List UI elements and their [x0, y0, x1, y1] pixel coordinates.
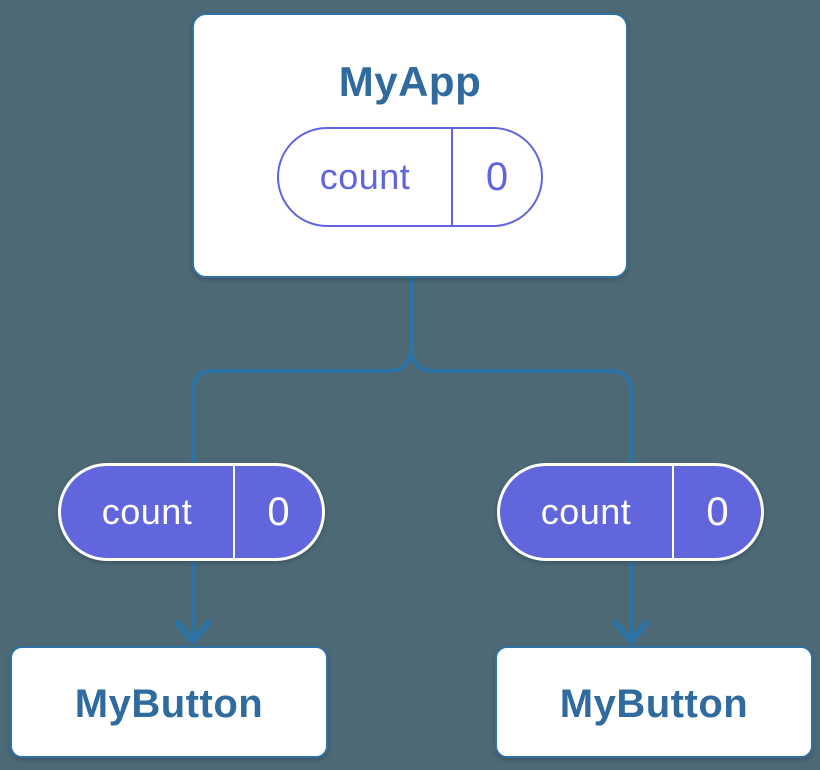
state-pill: count 0	[277, 127, 543, 227]
prop-value: 0	[233, 466, 322, 558]
arrow-down-icon	[173, 619, 213, 646]
state-value: 0	[451, 129, 541, 225]
prop-pill: count 0	[497, 463, 764, 561]
node-title: MyButton	[559, 682, 749, 726]
node-mybutton: MyButton	[10, 646, 328, 758]
connector-right-branch	[409, 278, 633, 637]
prop-pill: count 0	[58, 463, 325, 561]
connector-left-branch	[191, 278, 413, 637]
arrow-down-icon	[611, 619, 651, 646]
node-title: MyButton	[74, 682, 264, 726]
prop-key-label: count	[101, 491, 193, 532]
node-title: MyApp	[338, 58, 482, 105]
node-mybutton: MyButton	[495, 646, 813, 758]
state-key-label: count	[319, 156, 411, 197]
prop-key-label: count	[540, 491, 632, 532]
prop-value: 0	[672, 466, 761, 558]
node-myapp: MyApp count 0	[192, 13, 628, 278]
